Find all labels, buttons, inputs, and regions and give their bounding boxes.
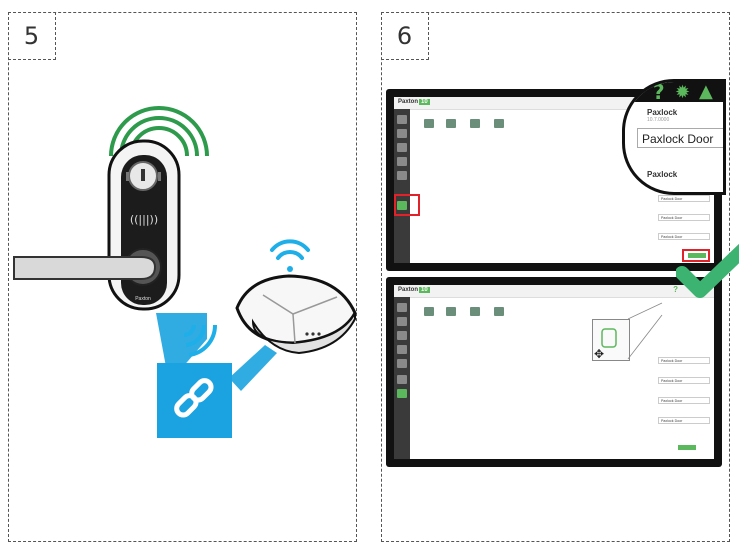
step-5-number: 5 (8, 12, 56, 60)
sidebar-item[interactable] (397, 345, 407, 354)
sidebar-item[interactable] (397, 375, 407, 384)
step-5-illustration: ((|||)) Paxton (13, 106, 357, 438)
paxlock-lock-icon: ((|||)) (107, 139, 181, 311)
user-icon[interactable]: ▲ (699, 81, 713, 102)
sidebar-item[interactable] (397, 331, 407, 340)
ok-button[interactable] (678, 445, 696, 450)
door-field[interactable]: Paxlock Door (658, 417, 710, 424)
door-field[interactable]: Paxlock Door (658, 195, 710, 202)
sidebar-item[interactable] (397, 157, 407, 166)
step-5-panel: 5 ((|||)) Paxton (8, 12, 357, 542)
ok-button-highlight (682, 249, 710, 262)
software-sidebar (394, 109, 410, 263)
move-cursor-icon: ✥ (594, 347, 605, 361)
door-field[interactable]: Paxlock Door (658, 377, 710, 384)
sidebar-item[interactable] (397, 171, 407, 180)
zoom-callout: ? ✹ ▲ Paxlock 10.7.0000 Paxlock Door Pax… (622, 79, 726, 195)
gear-icon[interactable]: ✹ (675, 82, 691, 103)
sidebar-item-doors[interactable] (397, 201, 407, 210)
toolbar-tile[interactable] (446, 307, 456, 316)
lever-handle-icon (13, 256, 157, 280)
link-icon (157, 363, 232, 438)
lock-brand-label: Paxton (135, 296, 151, 302)
zoom-door-name[interactable]: Paxlock Door (637, 128, 723, 148)
software-sidebar (394, 297, 410, 459)
help-icon[interactable]: ? (653, 80, 665, 104)
toolbar-tile[interactable] (494, 119, 504, 128)
sidebar-item-doors[interactable] (397, 389, 407, 398)
door-field[interactable]: Paxlock Door (658, 214, 710, 221)
sidebar-item[interactable] (397, 115, 407, 124)
net2air-hub-icon (235, 274, 357, 355)
toolbar-tile[interactable] (470, 119, 480, 128)
toolbar-tile[interactable] (424, 307, 434, 316)
ok-button[interactable] (688, 253, 706, 258)
drag-guide-lines (601, 302, 663, 360)
toolbar-tile[interactable] (424, 119, 434, 128)
step-6-number: 6 (381, 12, 429, 60)
wifi-signal-icon (183, 324, 218, 357)
sidebar-item[interactable] (397, 303, 407, 312)
help-icon-small[interactable]: ? (673, 285, 678, 294)
connection-beam-right (229, 345, 277, 391)
toolbar-tile[interactable] (470, 307, 480, 316)
sidebar-highlight (394, 194, 420, 216)
sidebar-item[interactable] (397, 317, 407, 326)
toolbar-tile[interactable] (494, 307, 504, 316)
drag-preview-box (592, 319, 630, 361)
toolbar-tile[interactable] (446, 119, 456, 128)
zoom-subtitle: 10.7.0000 (647, 117, 670, 123)
door-field[interactable]: Paxlock Door (658, 233, 710, 240)
svg-text:((|||)): ((|||)) (130, 213, 158, 226)
zoom-title: Paxlock (647, 108, 678, 117)
zoom-bottom-title: Paxlock (647, 170, 678, 179)
sidebar-item[interactable] (397, 129, 407, 138)
hub-wifi-icon (270, 239, 310, 272)
check-mark-icon (676, 243, 739, 298)
door-field[interactable]: Paxlock Door (658, 357, 710, 364)
sidebar-item[interactable] (397, 143, 407, 152)
sidebar-item[interactable] (397, 359, 407, 368)
door-field[interactable]: Paxlock Door (658, 397, 710, 404)
